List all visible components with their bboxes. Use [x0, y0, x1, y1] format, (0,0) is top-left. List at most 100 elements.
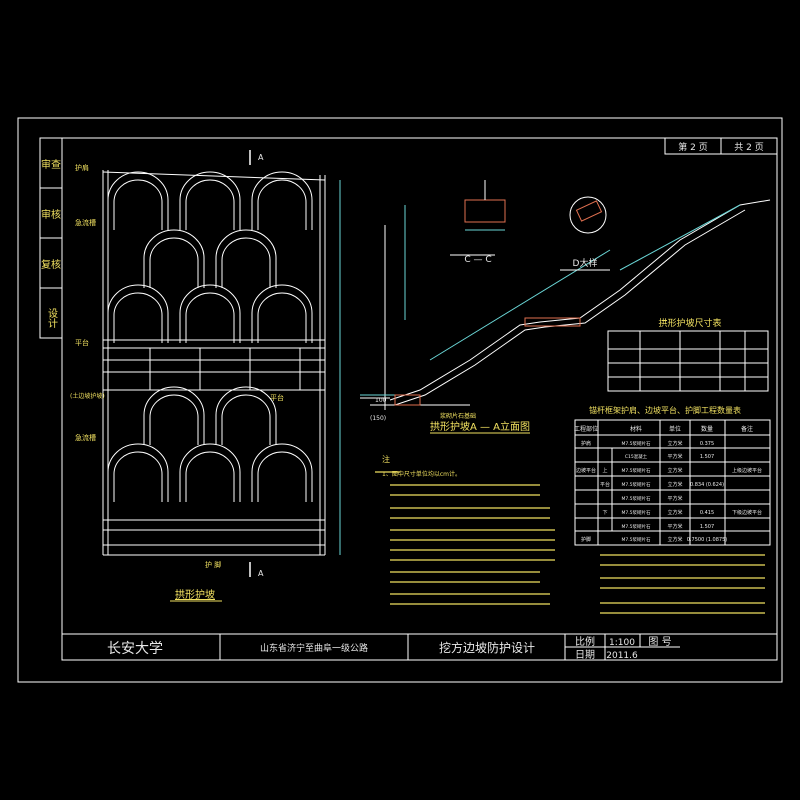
arch-unit-inner: [257, 179, 307, 230]
date-value: 2011.6: [606, 651, 638, 661]
quantity-cell: 护肩: [581, 440, 591, 447]
arch-unit-inner: [113, 292, 163, 343]
elevation-caption: 拱形护坡: [175, 588, 215, 601]
arch-unit: [107, 284, 169, 343]
side-label-1: 复核: [41, 258, 61, 271]
label-jiliucao-2: 急流槽: [75, 433, 96, 442]
quantity-cell: M7.5浆砌片石: [621, 495, 651, 502]
arch-unit: [107, 443, 169, 502]
arch-unit-inner: [185, 292, 235, 343]
arch-unit: [179, 171, 241, 230]
date-label: 日期: [575, 649, 595, 661]
arch-unit-inner: [149, 237, 199, 288]
arch-unit-inner: [185, 451, 235, 502]
arch-unit: [107, 171, 169, 230]
arch-elevation: [102, 150, 341, 577]
total-label: 共 2 页: [734, 142, 763, 153]
arch-unit-inner: [113, 179, 163, 230]
arch-unit: [251, 443, 313, 502]
size-table: [607, 330, 769, 392]
title-block: [61, 633, 778, 661]
arch-unit: [143, 386, 205, 445]
quantity-cell: 0.7500 (1.0875): [687, 537, 728, 543]
quantity-cell: 0.375: [700, 441, 714, 447]
arch-unit: [251, 171, 313, 230]
note-1: 1、图中尺寸单位均以cm计。: [382, 470, 461, 478]
size-table-title: 拱形护坡尺寸表: [658, 317, 721, 329]
cc-detail: [450, 180, 506, 256]
arch-unit-inner: [149, 394, 199, 445]
quantity-cell: 平方米: [667, 495, 682, 502]
arch-unit-inner: [185, 179, 235, 230]
dim-150: (150): [370, 415, 386, 422]
quantity-cell: M7.5浆砌片石: [621, 509, 651, 516]
quantity-cell: M7.5浆砌片石: [621, 467, 651, 474]
arch-unit-inner: [257, 451, 307, 502]
quantity-cell: 立方米: [667, 440, 682, 447]
arch-unit-inner: [113, 451, 163, 502]
quantity-header: 工程部位: [574, 425, 598, 433]
quantity-cell: 0.415: [700, 510, 714, 516]
cc-caption: C — C: [464, 255, 491, 265]
side-label-0: 设计: [46, 308, 58, 329]
quantity-table: [574, 419, 771, 546]
project-name: 山东省济宁至曲阜一级公路: [260, 642, 368, 654]
scale-value: 1:100: [609, 638, 635, 648]
quantity-table-title: 锚杆框架护肩、边坡平台、护脚工程数量表: [589, 405, 741, 415]
quantity-header: 备注: [741, 425, 753, 433]
label-hujiao: 护 脚: [205, 560, 221, 569]
slope-section: [360, 199, 771, 410]
quantity-cell: M7.5浆砌片石: [621, 523, 651, 530]
quantity-cell: 上级边坡平台: [732, 467, 762, 474]
quantity-cell: 平方米: [667, 453, 682, 460]
quantity-cell: 立方米: [667, 509, 682, 516]
outer-border: [17, 117, 783, 683]
d-detail: [560, 196, 610, 271]
quantity-cell: 上: [602, 467, 607, 474]
university-name: 长安大学: [107, 641, 163, 657]
quantity-cell: 立方米: [667, 481, 682, 488]
side-label-strip: 设计 复核 审核 审查: [39, 137, 63, 339]
quantity-cell: M7.5浆砌片石: [621, 536, 651, 543]
label-tubianpo: (土边坡护坡): [70, 392, 105, 400]
notes-heading: 注: [382, 454, 390, 464]
arch-unit-inner: [257, 292, 307, 343]
arch-unit: [215, 229, 277, 288]
section-mark-bottom: A: [258, 569, 264, 578]
section-base-label: 浆砌片石基础: [440, 412, 476, 420]
section-mark-top: A: [258, 153, 264, 162]
side-label-2: 审核: [41, 208, 61, 221]
quantity-cell: 1.507: [700, 524, 714, 530]
arch-unit: [179, 443, 241, 502]
notes-lines: [375, 471, 765, 614]
quantity-cell: 立方米: [667, 536, 682, 543]
quantity-header: 数量: [701, 425, 713, 433]
quantity-header: 单位: [669, 425, 681, 433]
quantity-header: 材料: [630, 425, 642, 433]
quantity-cell: M7.5浆砌片石: [621, 481, 651, 488]
quantity-cell: C15混凝土: [625, 453, 648, 460]
quantity-cell: M7.5浆砌片石: [621, 440, 651, 447]
d-detail-caption: D大样: [573, 257, 598, 269]
quantity-cell: 立方米: [667, 467, 682, 474]
quantity-cell: 护脚: [581, 536, 591, 543]
label-platform-right: 平台: [270, 393, 284, 402]
drawing-no-label: 图 号: [648, 636, 671, 648]
scale-label: 比例: [575, 635, 595, 648]
side-label-3: 审查: [41, 158, 61, 171]
label-pingtai: 平台: [75, 338, 89, 347]
arch-unit-inner: [221, 394, 271, 445]
quantity-cell: 平台: [600, 481, 610, 488]
drawing-title: 挖方边坡防护设计: [439, 640, 535, 655]
page-label: 第 2 页: [678, 141, 707, 153]
arch-unit: [143, 229, 205, 288]
arch-unit: [251, 284, 313, 343]
quantity-cell: 平方米: [667, 523, 682, 530]
quantity-cell: 0.834 (0.624): [690, 482, 724, 488]
label-jiliucao-1: 急流槽: [75, 218, 96, 227]
dim-100: 100: [375, 397, 387, 404]
elevation-labels: 护肩 急流槽 平台 (土边坡护坡) 急流槽 平台 护 脚: [70, 163, 284, 569]
arch-unit: [215, 386, 277, 445]
arch-unit: [179, 284, 241, 343]
